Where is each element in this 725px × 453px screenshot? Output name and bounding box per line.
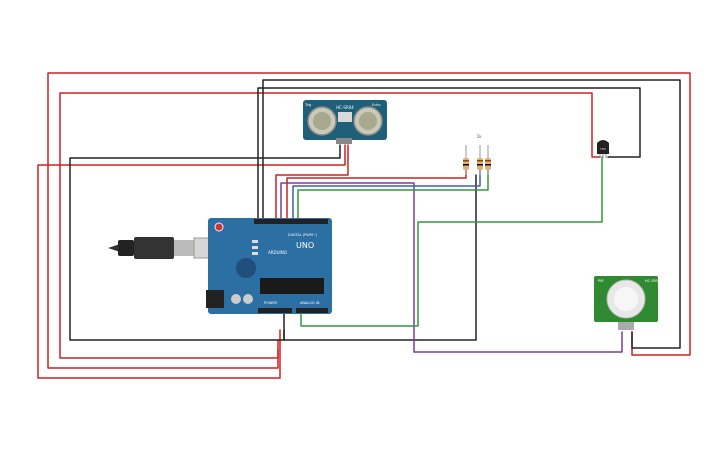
arduino-brand: ARDUINO <box>268 250 287 255</box>
pir-label-left: PIR <box>598 279 604 283</box>
wire-red-us[interactable] <box>275 144 349 223</box>
power-label: POWER <box>264 301 278 305</box>
wire-red-outer[interactable] <box>47 72 691 369</box>
wire-black-res[interactable] <box>283 174 477 341</box>
wire-black-outer[interactable] <box>257 87 641 223</box>
pir-sensor[interactable]: PIR HC-SR501 <box>594 276 663 330</box>
tmp-body <box>597 140 609 154</box>
digital-label: DIGITAL (PWM~) <box>288 233 318 237</box>
usb-plug <box>134 237 174 259</box>
pir-label-right: HC-SR501 <box>645 279 663 283</box>
analog-header[interactable] <box>296 308 328 313</box>
wire-black-top[interactable] <box>262 79 681 349</box>
reset-button-icon[interactable] <box>214 222 224 232</box>
wire-purple[interactable] <box>280 182 623 353</box>
wire-green-res[interactable] <box>297 169 489 223</box>
ultrasonic-sensor[interactable]: HC-SR04 Trig Echo <box>303 100 387 144</box>
ultrasonic-brand: HC-SR04 <box>336 105 354 110</box>
temperature-sensor[interactable]: TMP <box>597 140 609 158</box>
resistors-label: 1k <box>477 134 483 139</box>
wire-red-left[interactable] <box>37 144 346 379</box>
wire-green-tmp[interactable] <box>300 156 603 327</box>
analog-label: ANALOG IN <box>300 301 320 305</box>
wire-blue[interactable] <box>292 169 481 223</box>
arduino-uno-board[interactable]: UNO ARDUINO DIGITAL (PWM~) POWER ANALOG … <box>206 218 332 314</box>
wires <box>37 72 691 379</box>
atmega-chip <box>260 278 324 294</box>
wire-red-inner[interactable] <box>59 92 601 359</box>
power-header[interactable] <box>258 308 292 313</box>
usb-cable-icon[interactable] <box>108 237 225 259</box>
wire-red-res[interactable] <box>286 169 467 223</box>
arduino-logo: UNO <box>296 241 314 250</box>
tmp-label: TMP <box>599 147 606 151</box>
ultrasonic-left-tag: Trig <box>304 103 311 107</box>
digital-header[interactable] <box>254 219 328 224</box>
resistors[interactable]: 1k <box>463 134 491 175</box>
ultrasonic-right-tag: Echo <box>372 103 381 107</box>
